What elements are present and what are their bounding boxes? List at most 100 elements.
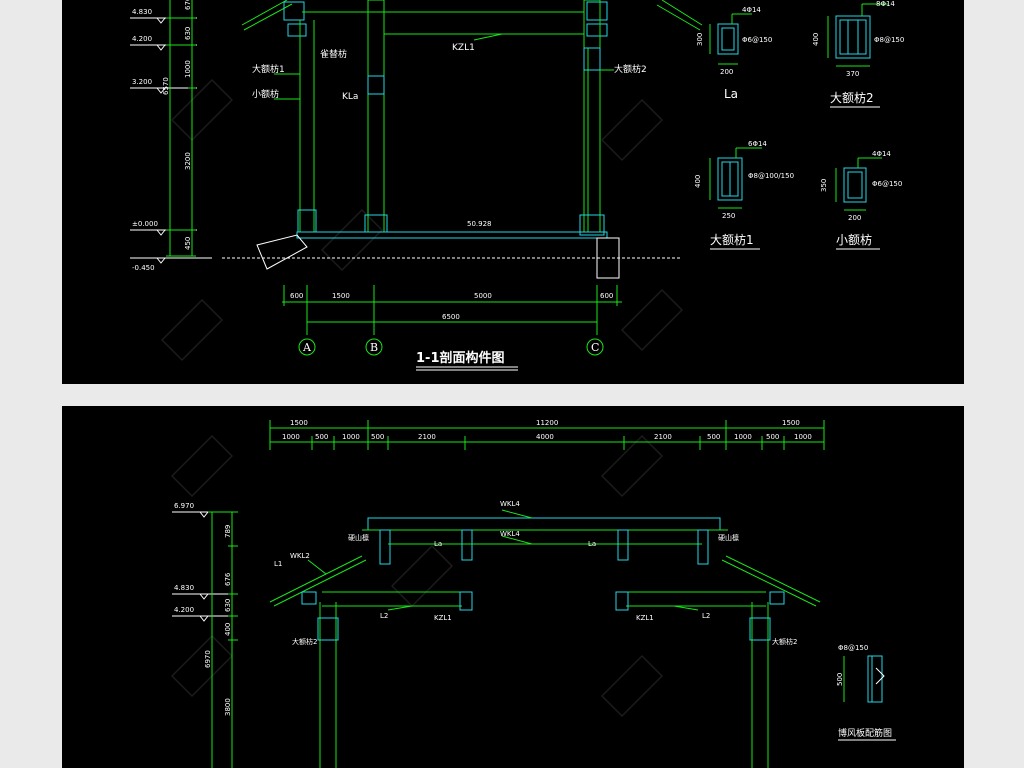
short-post: [379, 529, 391, 565]
top-dim-detail: 1000: [794, 433, 812, 441]
vertical-dim: 6970: [204, 650, 212, 668]
elevation-markers: [130, 17, 212, 264]
vertical-dim: 789: [224, 525, 232, 538]
section-1-1-drawing: 4.830 4.200 3.200 ±0.000 -0.450 676 630 …: [130, 0, 904, 371]
elevation-label: 6.970: [174, 502, 194, 510]
vertical-dim: 1000: [184, 60, 192, 78]
elevation-label: ±0.000: [132, 220, 158, 228]
ridge-beam: [362, 529, 728, 545]
section-xiao-e-fang-height: 350: [820, 179, 828, 192]
section-da-e-fang-1-height: 400: [694, 175, 702, 188]
section-la-height: 300: [696, 33, 704, 46]
column-c: [579, 0, 605, 236]
section-xiao-e-fang-name: 小额枋: [836, 232, 872, 247]
vertical-dim: 3800: [224, 698, 232, 716]
section-la-stirrup: Φ6@150: [742, 36, 772, 44]
detail-dim: 500: [836, 673, 844, 686]
label-kzl1-left: KZL1: [434, 614, 452, 622]
top-dim-side: 1500: [782, 419, 800, 427]
section-da-e-fang-1: [709, 147, 762, 209]
axis-label: B: [370, 341, 378, 354]
column-a: [297, 20, 317, 233]
top-dim-detail: 500: [315, 433, 328, 441]
section-xiao-e-fang-top-bar: 4Φ14: [872, 150, 891, 158]
elevation-label: 4.830: [174, 584, 194, 592]
short-post: [617, 529, 629, 561]
label-wkl4-top: WKL4: [500, 500, 520, 508]
top-dim-detail: 1000: [282, 433, 300, 441]
axis-bubble-a: A: [298, 338, 316, 356]
left-eave: [241, 0, 384, 37]
horizontal-dim: 5000: [474, 292, 492, 300]
label-level: 50.928: [467, 220, 492, 228]
section-xiao-e-fang-width: 200: [848, 214, 861, 222]
label-kzl1: KZL1: [452, 43, 475, 53]
axis-label: C: [591, 341, 599, 354]
section-la: [709, 13, 752, 65]
top-dim-total: 11200: [536, 419, 558, 427]
elevation-label: -0.450: [132, 264, 155, 272]
top-dim-detail: 1000: [342, 433, 360, 441]
vertical-dim: 6570: [162, 77, 170, 95]
axis-bubble-b: B: [365, 338, 383, 356]
label-wkl4-mid: WKL4: [500, 530, 520, 538]
label-da-e-fang-2: 大额枋2: [614, 63, 647, 75]
vertical-dim: 450: [184, 237, 192, 250]
horizontal-dimension-chain: [282, 285, 622, 335]
label-xiao-e-fang: 小额枋: [252, 88, 279, 100]
label-da-e-fang-2-right: 大额枋2: [772, 637, 797, 646]
label-kzl1-right: KZL1: [636, 614, 654, 622]
section-da-e-fang-2-height: 400: [812, 33, 820, 46]
detail-bar: Φ8@150: [838, 644, 868, 652]
column-b: [364, 0, 388, 233]
label-ying-shan-right: 硬山檩: [718, 533, 739, 542]
section-da-e-fang-2-stirrup: Φ8@150: [874, 36, 904, 44]
section-da-e-fang-1-width: 250: [722, 212, 735, 220]
label-la-right: La: [588, 540, 596, 548]
left-eave: [269, 555, 367, 607]
short-post: [697, 529, 709, 565]
elevation-label: 4.830: [132, 8, 152, 16]
section-xiao-e-fang: [835, 157, 882, 211]
section-xiao-e-fang-stirrup: Φ6@150: [872, 180, 902, 188]
horizontal-dim: 600: [290, 292, 303, 300]
watermark-pattern: [171, 435, 663, 717]
top-dim-detail: 2100: [654, 433, 672, 441]
section-da-e-fang-2-width: 370: [846, 70, 859, 78]
vertical-dimension-chain: [208, 511, 238, 768]
beam-kzl1: [384, 11, 584, 35]
vertical-dim: 676: [184, 0, 192, 10]
bofeng-board-detail: [843, 655, 885, 703]
section-la-top-bar: 4Φ14: [742, 6, 761, 14]
section-da-e-fang-2-top-bar: 8Φ14: [876, 0, 895, 8]
label-que-ti-fang: 雀替枋: [320, 48, 347, 60]
label-l2-left: L2: [380, 612, 388, 620]
top-dim-side: 1500: [290, 419, 308, 427]
roof-beam-wkl4: [367, 509, 721, 531]
drawing-title: 1-1剖面构件图: [416, 350, 505, 366]
top-dim-detail: 500: [707, 433, 720, 441]
label-l1: L1: [274, 560, 282, 568]
section-da-e-fang-2: [827, 3, 888, 67]
label-ying-shan-left: 硬山檩: [348, 533, 369, 542]
left-column: [317, 602, 339, 768]
top-dim-detail: 1000: [734, 433, 752, 441]
horizontal-dim: 600: [600, 292, 613, 300]
label-da-e-fang-1: 大额枋1: [252, 63, 285, 75]
horizontal-dim-total: 6500: [442, 313, 460, 321]
section-1-1-sheet: 4.830 4.200 3.200 ±0.000 -0.450 676 630 …: [62, 0, 964, 384]
floor-slab: [222, 231, 682, 279]
top-dim-detail: 2100: [418, 433, 436, 441]
section-la-width: 200: [720, 68, 733, 76]
section-da-e-fang-2-name: 大额枋2: [830, 90, 874, 105]
elevation-drawing: 1500 11200 1500 1000 500 1000 500 2100 4…: [171, 419, 896, 768]
vertical-dim: 676: [224, 572, 232, 586]
top-dim-detail: 500: [371, 433, 384, 441]
vertical-dim: 630: [184, 27, 192, 40]
label-la-left: La: [434, 540, 442, 548]
section-da-e-fang-1-stirrup: Φ8@100/150: [748, 172, 794, 180]
watermark-pattern: [161, 79, 683, 361]
section-la-name: La: [724, 87, 738, 101]
elevation-label: 4.200: [174, 606, 194, 614]
right-column: [749, 602, 771, 768]
